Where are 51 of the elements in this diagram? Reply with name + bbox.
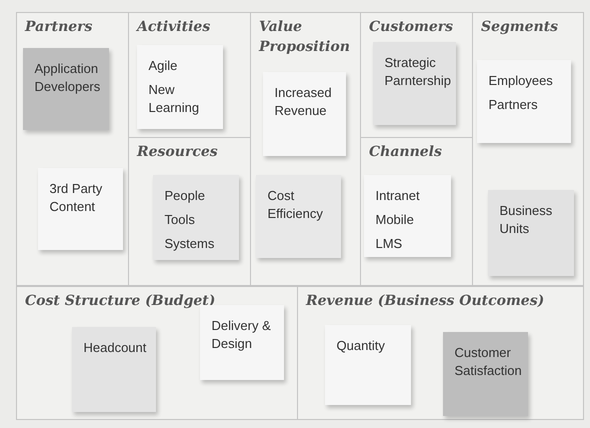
- canvas-section: [360, 137, 473, 286]
- canvas-section: [472, 12, 584, 286]
- canvas-section: [297, 286, 584, 420]
- section-heading: Segments: [481, 18, 560, 37]
- sticky-note: [72, 326, 156, 412]
- note-text: Delivery & Design: [212, 316, 272, 352]
- section-heading: Activities: [137, 18, 212, 37]
- note-text: Customer Satisfaction: [454, 344, 522, 380]
- section-heading: Value Proposition: [259, 18, 351, 57]
- sticky-note: [136, 44, 222, 128]
- sticky-note: [152, 174, 238, 260]
- canvas-section: [360, 12, 473, 138]
- note-text: Business Units: [500, 202, 554, 238]
- note-text: Agile: [148, 56, 178, 74]
- note-text: Quantity: [336, 336, 385, 354]
- note-text: Cost Efficiency: [268, 186, 324, 222]
- canvas-section: [128, 137, 251, 286]
- canvas-section: [250, 12, 361, 286]
- sticky-note: [364, 174, 450, 256]
- sticky-note: [262, 72, 346, 156]
- canvas-section: [128, 12, 251, 138]
- sticky-note: [488, 190, 574, 276]
- note-text: Tools: [164, 210, 195, 228]
- note-text: Systems: [164, 234, 214, 252]
- note-text: Strategic Parntership: [384, 54, 451, 90]
- sticky-note: [476, 60, 570, 142]
- section-heading: Revenue (Business Outcomes): [306, 292, 546, 311]
- note-text: New Learning: [148, 80, 200, 116]
- canvas-section: [16, 12, 129, 286]
- section-heading: Resources: [137, 143, 219, 162]
- sticky-note: [442, 332, 528, 416]
- sticky-note: [372, 42, 456, 124]
- note-text: Application Developers: [34, 60, 102, 96]
- section-heading: Cost Structure (Budget): [25, 292, 216, 311]
- note-text: People: [164, 186, 205, 204]
- section-heading: Partners: [25, 18, 94, 37]
- note-text: 3rd Party Content: [50, 180, 104, 216]
- note-text: Increased Revenue: [274, 84, 333, 120]
- sticky-note: [324, 324, 410, 404]
- note-text: Intranet: [376, 186, 420, 204]
- section-heading: Customers: [369, 18, 454, 37]
- note-text: Headcount: [84, 338, 146, 356]
- sticky-note: [38, 168, 122, 250]
- note-text: Mobile: [376, 210, 414, 228]
- sticky-note: [22, 48, 108, 130]
- note-text: Partners: [488, 96, 538, 114]
- canvas-section: [16, 286, 298, 420]
- note-text: Employees: [488, 72, 553, 90]
- section-heading: Channels: [369, 143, 443, 162]
- note-text: LMS: [376, 234, 402, 252]
- sticky-note: [256, 174, 340, 258]
